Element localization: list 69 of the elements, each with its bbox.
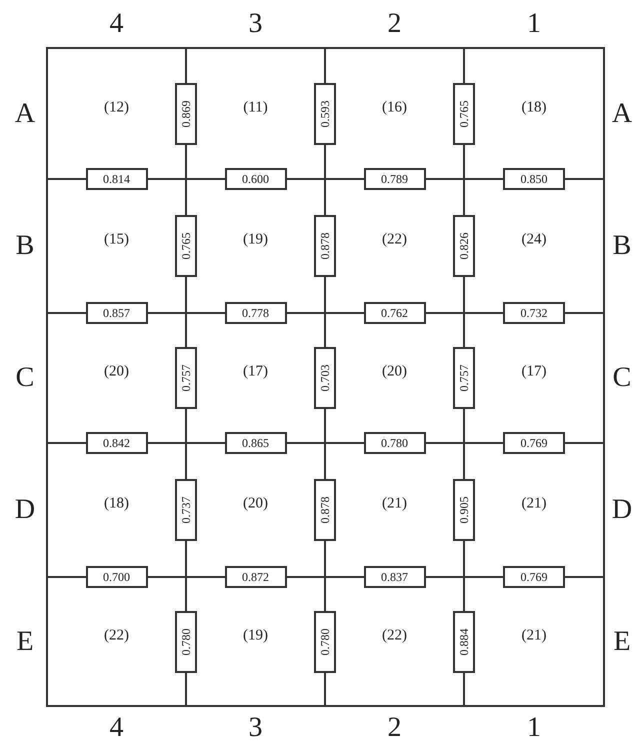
- cell-count: (11): [242, 100, 269, 115]
- column-label: 4: [108, 10, 124, 38]
- cell-count: (20): [242, 496, 269, 512]
- cell-count: (20): [103, 364, 130, 380]
- cell-count: (24): [520, 232, 548, 248]
- row-label: A: [14, 100, 36, 128]
- column-label: 2: [386, 714, 402, 742]
- value-box: 0.814: [86, 168, 148, 190]
- cell-count: (21): [520, 496, 548, 512]
- value-box: 0.732: [503, 302, 565, 324]
- cell-count: (20): [381, 364, 408, 380]
- row-label: B: [612, 232, 632, 260]
- value-box: 0.780: [314, 610, 336, 672]
- value-box: 0.600: [224, 168, 286, 190]
- column-label: 4: [108, 714, 124, 742]
- cell-count: (19): [242, 628, 269, 643]
- cell-count: (16): [381, 100, 408, 115]
- column-label: 1: [526, 714, 542, 742]
- cell-count: (22): [103, 628, 130, 643]
- value-box: 0.789: [364, 168, 426, 190]
- cell-count: (17): [242, 364, 269, 380]
- row-label: D: [14, 496, 36, 524]
- row-label: A: [610, 100, 634, 128]
- value-box: 0.737: [175, 479, 197, 541]
- cell-count: (21): [520, 628, 548, 643]
- cell-count: (22): [381, 628, 408, 643]
- row-label: E: [612, 628, 632, 656]
- value-box: 0.769: [503, 566, 565, 588]
- cell-count: (18): [520, 100, 548, 115]
- row-label: B: [14, 232, 36, 260]
- cell-count: (12): [103, 100, 130, 115]
- cell-count: (18): [103, 496, 130, 512]
- row-label: D: [610, 496, 634, 524]
- value-box: 0.850: [503, 168, 565, 190]
- column-label: 1: [526, 10, 542, 38]
- value-box: 0.878: [314, 215, 336, 277]
- value-box: 0.700: [86, 566, 148, 588]
- row-label: C: [612, 364, 632, 392]
- column-label: 3: [248, 10, 264, 38]
- cell-count: (15): [103, 232, 130, 248]
- row-label: E: [15, 628, 35, 656]
- value-box: 0.757: [175, 347, 197, 409]
- value-box: 0.857: [86, 302, 148, 324]
- value-box: 0.765: [175, 215, 197, 277]
- value-box: 0.872: [224, 566, 286, 588]
- value-box: 0.703: [314, 347, 336, 409]
- column-label: 3: [248, 714, 264, 742]
- value-box: 0.769: [503, 432, 565, 454]
- value-box: 0.757: [453, 347, 475, 409]
- value-box: 0.765: [453, 82, 475, 144]
- value-box: 0.842: [86, 432, 148, 454]
- row-label: C: [14, 364, 36, 392]
- cell-count: (22): [381, 232, 408, 248]
- value-box: 0.778: [224, 302, 286, 324]
- value-box: 0.826: [453, 215, 475, 277]
- cell-count: (17): [520, 364, 548, 380]
- value-box: 0.905: [453, 479, 475, 541]
- value-box: 0.865: [224, 432, 286, 454]
- value-box: 0.869: [175, 82, 197, 144]
- cell-count: (21): [381, 496, 408, 512]
- column-label: 2: [386, 10, 402, 38]
- value-box: 0.878: [314, 479, 336, 541]
- value-box: 0.884: [453, 610, 475, 672]
- value-box: 0.780: [175, 610, 197, 672]
- value-box: 0.780: [364, 432, 426, 454]
- value-box: 0.837: [364, 566, 426, 588]
- value-box: 0.593: [314, 82, 336, 144]
- value-box: 0.762: [364, 302, 426, 324]
- cell-count: (19): [242, 232, 269, 248]
